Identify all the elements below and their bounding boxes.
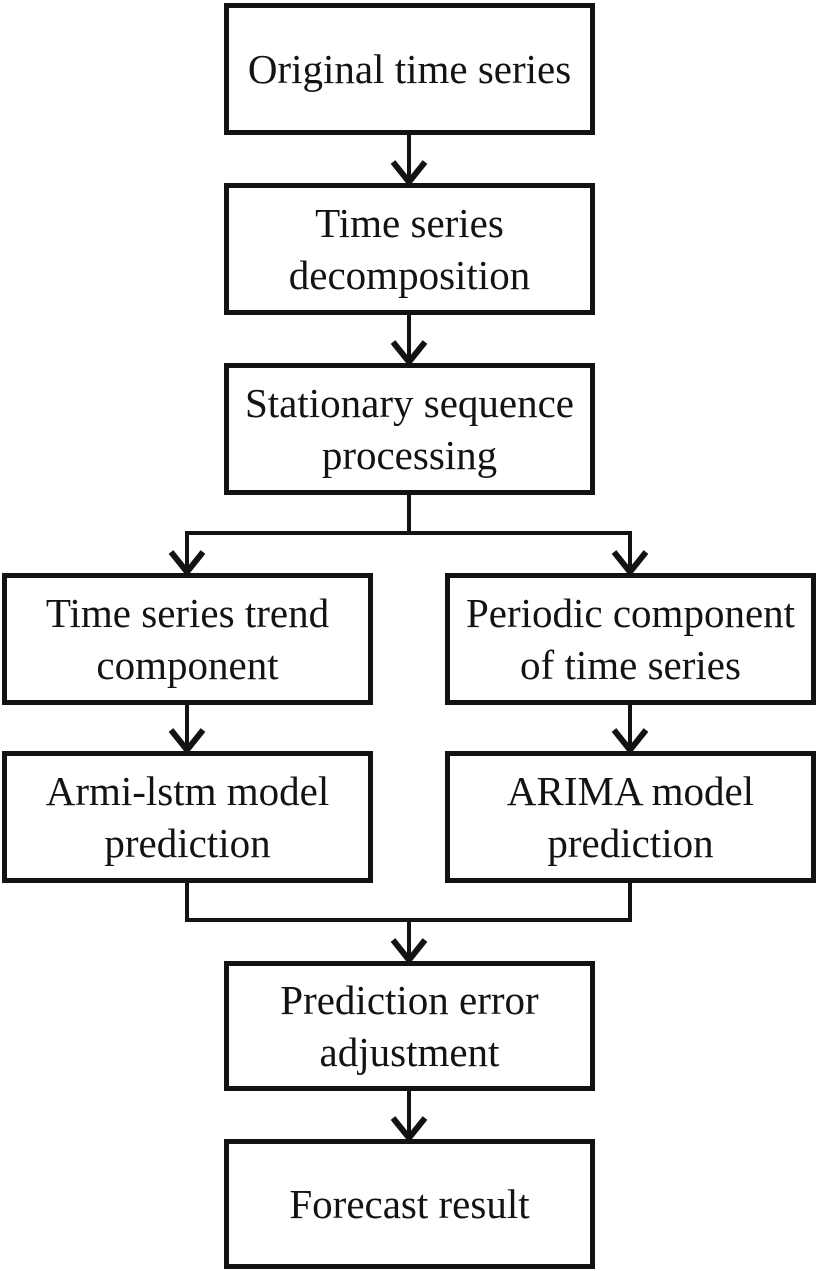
edge-stationary-split-to-trend-and-periodic	[168, 493, 649, 577]
arrowhead-icon	[611, 550, 649, 577]
node-original-time-series: Original time series	[224, 3, 595, 135]
connector-line	[185, 493, 632, 572]
arrowhead-icon	[390, 938, 428, 965]
arrowhead-icon	[611, 728, 649, 755]
edge-decomposition-to-stationary	[390, 313, 428, 367]
edge-periodic-to-arima	[611, 705, 649, 755]
node-time-series-trend-component: Time series trend component	[2, 573, 373, 705]
node-periodic-component-of-time-series: Periodic component of time series	[445, 573, 816, 705]
node-arima-model-prediction: ARIMA model prediction	[445, 751, 816, 883]
arrowhead-icon	[390, 1116, 428, 1143]
arrowhead-icon	[168, 728, 206, 755]
arrowhead-icon	[390, 340, 428, 367]
node-forecast-result: Forecast result	[224, 1139, 595, 1269]
edge-trend-to-armi-lstm	[168, 705, 206, 755]
arrowhead-icon	[168, 550, 206, 577]
node-armi-lstm-model-prediction: Armi-lstm model prediction	[2, 751, 373, 883]
node-time-series-decomposition: Time series decomposition	[224, 183, 595, 315]
arrowhead-icon	[390, 160, 428, 187]
connector-line	[185, 883, 632, 960]
edge-original-to-decomposition	[390, 133, 428, 187]
edge-merge-to-error-adjustment	[185, 883, 632, 965]
node-prediction-error-adjustment: Prediction error adjustment	[224, 961, 595, 1091]
node-stationary-sequence-processing: Stationary sequence processing	[224, 363, 595, 495]
edge-error-adjustment-to-forecast	[390, 1091, 428, 1143]
